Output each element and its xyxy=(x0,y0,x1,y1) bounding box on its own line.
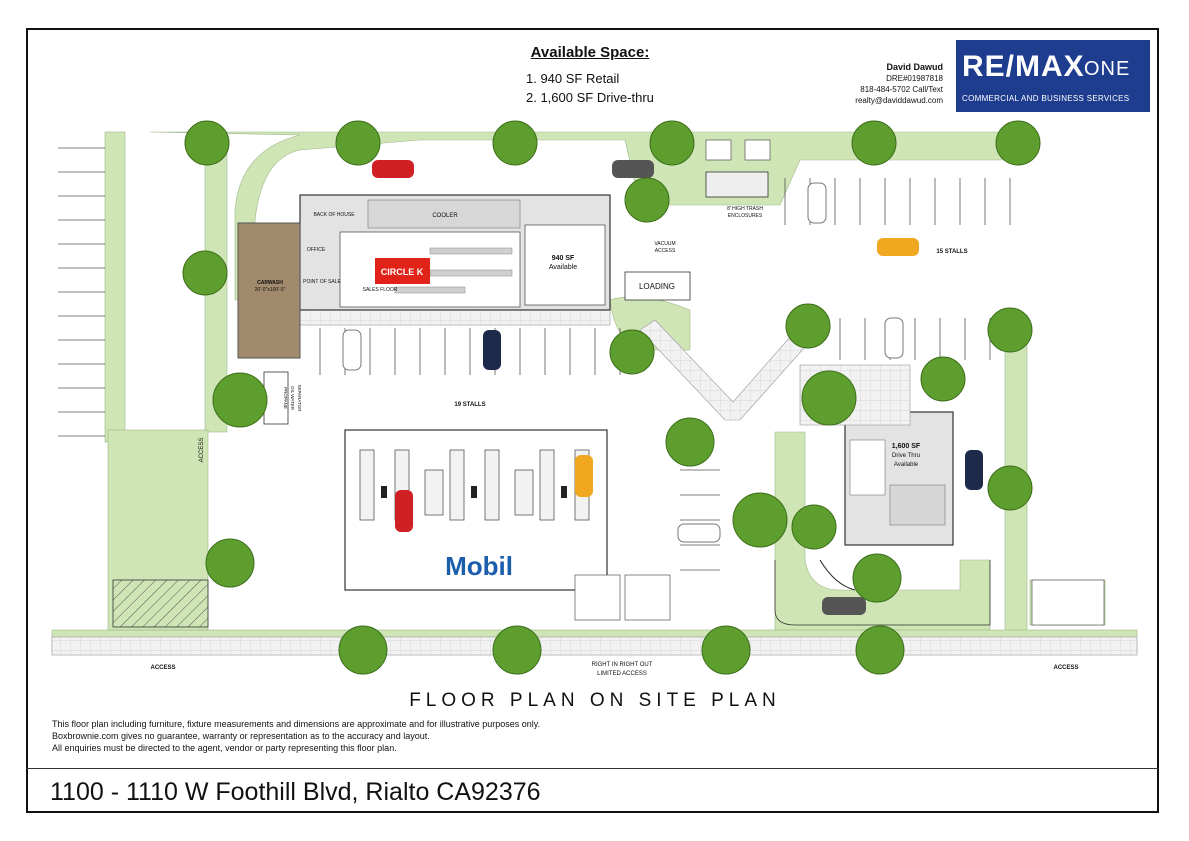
circle-k-building xyxy=(299,194,611,311)
label-retail-avail: Available xyxy=(549,264,577,271)
logo-tagline: COMMERCIAL AND BUSINESS SERVICES xyxy=(962,94,1130,103)
parking-west xyxy=(58,147,105,437)
label-oil-water: OIL WATER xyxy=(290,386,295,411)
label-point-of-sale: POINT OF SALE xyxy=(303,279,341,285)
car-yellow-east xyxy=(877,238,919,256)
car-yellow-pump xyxy=(575,455,593,497)
label-access-side: ACCESS xyxy=(199,438,205,463)
grid-pads xyxy=(574,139,1105,626)
label-right-in-right-out: RIGHT IN RIGHT OUT xyxy=(592,662,653,668)
label-circle-k: CIRCLE K xyxy=(381,267,424,277)
label-access-right: ACCESS xyxy=(1053,665,1078,671)
label-access-left: ACCESS xyxy=(150,665,175,671)
parking-east xyxy=(680,178,1011,571)
label-stalls-right: 15 STALLS xyxy=(936,249,967,255)
walkway-south xyxy=(51,636,1138,656)
landscape-left-edge xyxy=(104,131,126,443)
disclaimer-line: Boxbrownie.com gives no guarantee, warra… xyxy=(52,731,430,741)
equipment-pad xyxy=(263,371,289,425)
car-red-north xyxy=(372,160,414,178)
drive-thru-lane xyxy=(774,560,991,626)
label-vacuum-access: ACCESS xyxy=(655,248,676,254)
label-vacuum: VACUUM xyxy=(654,241,675,247)
car-navy-right xyxy=(965,450,983,490)
agent-email[interactable]: realty@daviddawud.com xyxy=(855,96,943,105)
car-white-right xyxy=(884,317,904,359)
agent-license: DRE#01987818 xyxy=(886,74,943,83)
label-drive-thru-size: 1,600 SF xyxy=(892,443,921,450)
label-carwash: CARWASH xyxy=(257,280,283,286)
disclaimer-line: This floor plan including furniture, fix… xyxy=(52,719,541,729)
car-white-east xyxy=(807,182,827,224)
car-white-center xyxy=(342,329,362,371)
car-gray-north xyxy=(612,160,654,178)
agent-contact: David Dawud DRE#01987818 818-484-5702 Ca… xyxy=(855,62,943,106)
label-trash: 8' HIGH TRASH xyxy=(727,206,763,212)
carwash xyxy=(237,222,301,359)
logo-main: RE/MAX xyxy=(962,50,1085,83)
label-drive-thru-avail: Available xyxy=(894,462,919,468)
page-frame xyxy=(26,28,1159,813)
agent-phone[interactable]: 818-484-5702 Call/Text xyxy=(860,85,943,94)
drive-thru-building xyxy=(819,411,954,591)
label-cooler: COOLER xyxy=(432,213,458,219)
label-limited-access: LIMITED ACCESS xyxy=(597,671,647,677)
loading-zone xyxy=(624,271,691,301)
trash-enclosure xyxy=(705,171,769,198)
car-gray-drive xyxy=(822,597,866,615)
label-trash-enclosures: ENCLOSURES xyxy=(728,213,763,219)
parking-center xyxy=(319,328,621,375)
agent-name: David Dawud xyxy=(886,62,943,72)
plan-heading: FLOOR PLAN ON SITE PLAN xyxy=(409,690,781,711)
label-separator: SEPARATOR xyxy=(297,384,302,412)
logo-suffix: ONE xyxy=(1084,58,1131,80)
remax-logo: RE/MAX ONE COMMERCIAL AND BUSINESS SERVI… xyxy=(956,40,1150,112)
label-back-of-house: BACK OF HOUSE xyxy=(313,212,355,218)
label-stalls-center: 19 STALLS xyxy=(454,402,485,408)
property-address: 1100 - 1110 W Foothill Blvd, Rialto CA92… xyxy=(50,778,541,806)
available-space-title: Available Space: xyxy=(530,44,650,61)
label-drive-thru: Drive Thru xyxy=(892,453,920,459)
available-item-retail: 1. 940 SF Retail xyxy=(526,71,620,86)
disclaimer-line: All enquiries must be directed to the ag… xyxy=(52,743,397,753)
hatched-pad-sw xyxy=(112,579,209,628)
fuel-canopy xyxy=(344,429,608,591)
label-propane: PROPANE xyxy=(283,387,288,409)
car-navy-center xyxy=(483,330,501,370)
label-carwash-size: 20'-0"x100'-0" xyxy=(255,287,286,293)
label-loading: LOADING xyxy=(639,282,675,291)
cars xyxy=(342,160,983,615)
label-office: OFFICE xyxy=(307,247,326,253)
label-mobil: Mobil xyxy=(445,551,513,581)
trees xyxy=(182,120,1041,675)
car-red-pump xyxy=(395,490,413,532)
label-sales-floor: SALES FLOOR xyxy=(363,287,398,293)
disclaimer: This floor plan including furniture, fix… xyxy=(52,718,540,754)
car-white-lane xyxy=(677,523,721,543)
label-retail-space: 940 SF xyxy=(552,255,575,262)
footer-divider xyxy=(26,768,1159,769)
available-item-drive-thru: 2. 1,600 SF Drive-thru xyxy=(526,90,654,105)
circle-k-sign xyxy=(375,258,430,284)
